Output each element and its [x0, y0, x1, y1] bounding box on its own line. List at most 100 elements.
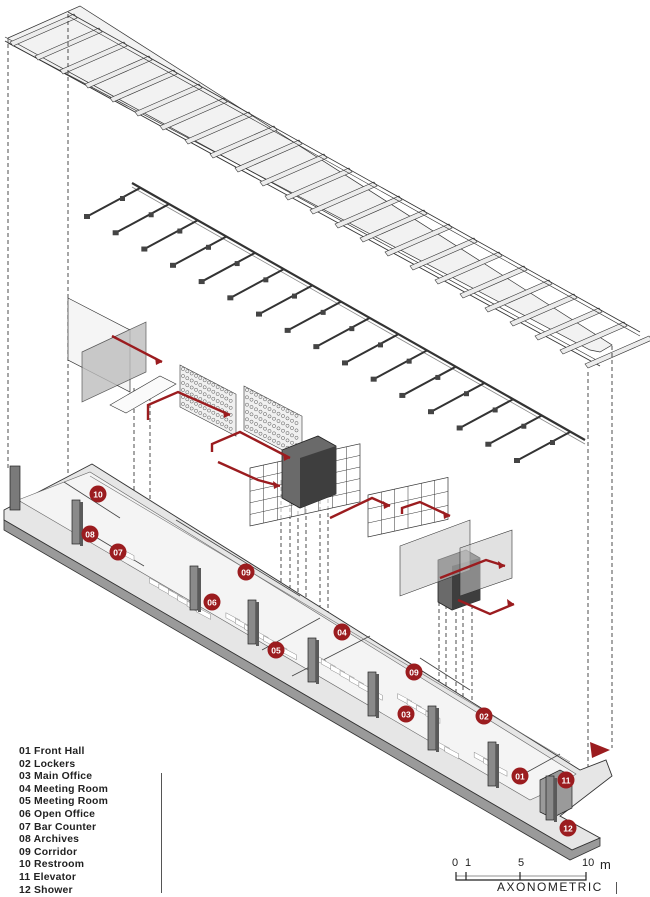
screen-hole	[198, 383, 203, 387]
screen-hole	[254, 429, 258, 434]
screen-hole	[202, 385, 207, 390]
screen-hole	[215, 420, 220, 424]
light-fixture	[428, 409, 434, 415]
screen-hole	[211, 389, 216, 394]
screen-hole	[285, 423, 290, 428]
room-marker-label: 10	[93, 490, 103, 500]
light-fixture	[148, 212, 154, 218]
screen-hole	[285, 431, 290, 435]
column	[189, 565, 199, 611]
light-fixture	[342, 360, 348, 366]
roof-cross-beam	[259, 153, 328, 187]
screen-hole	[249, 427, 254, 431]
screen-hole	[224, 396, 229, 401]
light-fixture	[263, 277, 269, 283]
screen-hole	[276, 426, 281, 431]
room-marker-01	[511, 767, 529, 785]
light-fixture	[112, 230, 119, 236]
room-marker-label: 09	[241, 568, 251, 578]
screen-hole	[276, 404, 281, 409]
light-fixture	[84, 214, 90, 219]
screen-hole	[189, 378, 194, 383]
screen-hole	[185, 369, 190, 374]
light-fixture	[492, 407, 498, 413]
red-arrow-head	[498, 561, 505, 569]
light-arm	[316, 317, 370, 348]
screen-hole	[249, 390, 254, 395]
screen-hole	[263, 412, 267, 416]
column	[307, 637, 317, 683]
roof-cross-beam	[559, 321, 628, 355]
screen-hole	[249, 419, 254, 424]
light-fixture	[370, 376, 377, 382]
screen-hole	[215, 385, 220, 389]
screen-hole	[249, 405, 254, 409]
light-arm	[288, 300, 342, 331]
screen-hole	[294, 421, 299, 425]
column-side	[436, 708, 439, 752]
light-fixture	[292, 293, 297, 299]
screen-hole	[185, 383, 190, 388]
roof-cross-beam	[459, 265, 528, 299]
screen-hole	[220, 387, 224, 392]
desk	[444, 746, 460, 760]
screen-hole	[290, 418, 294, 423]
light-arm	[460, 398, 514, 429]
light-fixture	[406, 358, 412, 364]
room-marker-11	[557, 771, 575, 789]
light-arm	[345, 333, 399, 364]
room-marker-label: 08	[85, 530, 95, 540]
red-arrow-head	[507, 599, 514, 607]
room-marker-05	[267, 641, 285, 659]
screen-hole	[245, 417, 249, 422]
light-fixture	[227, 295, 234, 301]
grid-transom	[367, 491, 449, 510]
screen-hole	[267, 436, 272, 441]
screen-hole	[198, 411, 203, 415]
screen-hole	[228, 391, 233, 396]
roof-cross-beam	[109, 69, 178, 103]
red-arrow	[210, 430, 291, 460]
screen-hole	[189, 406, 194, 411]
room-marker-02	[475, 707, 493, 725]
ceiling-light-track	[84, 182, 586, 463]
screen-hole	[267, 421, 272, 426]
light-fixture	[464, 391, 469, 397]
roof-cross-beam	[309, 181, 378, 215]
screen-hole	[285, 438, 290, 443]
light-fixture	[234, 261, 240, 267]
light-fixture	[435, 374, 441, 380]
view-caption: AXONOMETRIC	[497, 880, 603, 894]
roof-far-spine	[67, 11, 641, 333]
light-fixture	[378, 342, 383, 348]
screen-hole	[249, 397, 254, 402]
legend-item-04: 04 Meeting Room	[19, 783, 109, 795]
room-marker-label: 04	[337, 628, 347, 638]
screen-hole	[281, 414, 285, 418]
room-marker-06	[203, 593, 221, 611]
screen-hole	[254, 392, 258, 397]
room-marker-label: 09	[409, 668, 419, 678]
restroom-panel	[81, 321, 147, 403]
screen-hole	[267, 414, 272, 419]
legend-item-05: 05 Meeting Room	[19, 796, 109, 808]
screen-hole	[276, 433, 281, 438]
screen-hole	[224, 424, 229, 429]
screen-hole	[224, 403, 229, 408]
screen-hole	[189, 392, 194, 397]
column-side	[376, 674, 379, 718]
scale-bar	[455, 872, 587, 881]
screen-hole	[194, 380, 198, 385]
red-arrow-head	[273, 481, 280, 489]
red-arrow	[146, 390, 231, 420]
light-arm	[116, 203, 170, 234]
screen-hole	[276, 419, 281, 423]
light-fixture	[399, 392, 406, 398]
light-fixture	[141, 246, 148, 252]
screen-hole	[215, 399, 220, 403]
screen-hole	[181, 388, 185, 392]
roof-cross-beam	[59, 41, 128, 75]
screen-hole	[189, 371, 194, 376]
screen-hole	[198, 376, 203, 380]
